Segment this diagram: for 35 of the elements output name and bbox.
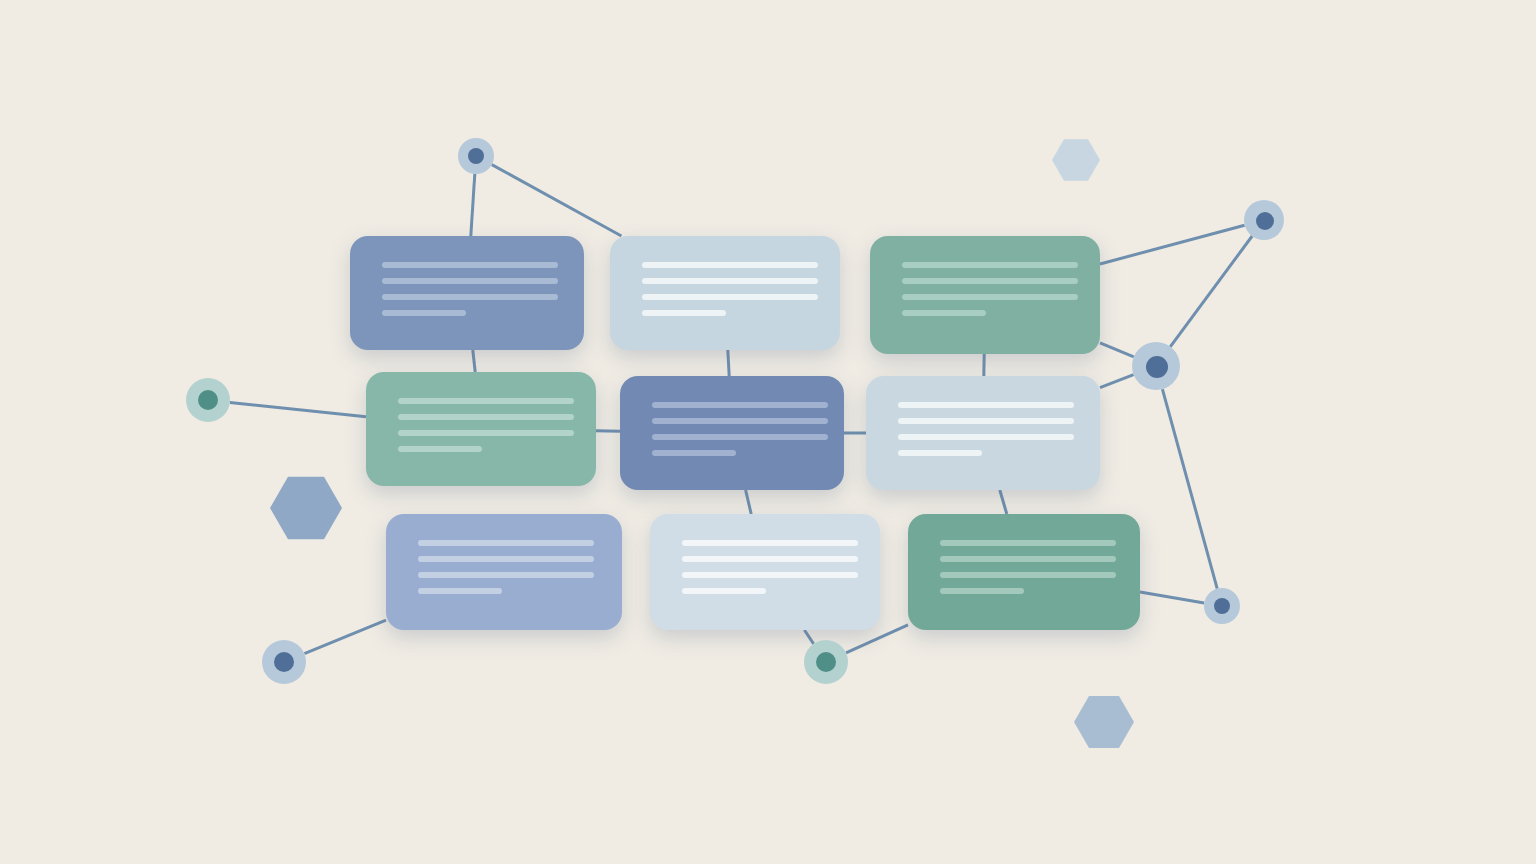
connector-line: [303, 618, 387, 655]
node-dot: [1244, 200, 1284, 240]
card: [866, 376, 1100, 490]
card: [386, 514, 622, 630]
connector-line: [1139, 590, 1205, 605]
connector-line: [844, 431, 866, 435]
connector-line: [1169, 235, 1254, 348]
connector-line: [726, 349, 731, 377]
connector-line: [1099, 373, 1135, 389]
connector-line: [803, 629, 815, 645]
node-dot: [186, 378, 230, 422]
node-dot: [1204, 588, 1240, 624]
connector-line: [845, 623, 909, 655]
connector-line: [595, 429, 621, 433]
connector-line: [744, 489, 753, 515]
connector-line: [1160, 388, 1219, 589]
connector-line: [471, 349, 477, 373]
connector-line: [469, 173, 477, 237]
card: [650, 514, 880, 630]
node-dot: [262, 640, 306, 684]
card: [870, 236, 1100, 354]
node-dot: [804, 640, 848, 684]
connector-line: [1099, 341, 1135, 359]
node-dot: [1132, 342, 1180, 390]
connector-line: [982, 353, 986, 377]
card: [366, 372, 596, 486]
card: [620, 376, 844, 490]
connector-line: [229, 400, 367, 419]
card: [610, 236, 840, 350]
connector-line: [491, 163, 623, 238]
connector-line: [1099, 223, 1245, 266]
connector-line: [998, 489, 1009, 515]
card: [350, 236, 584, 350]
card: [908, 514, 1140, 630]
node-dot: [458, 138, 494, 174]
